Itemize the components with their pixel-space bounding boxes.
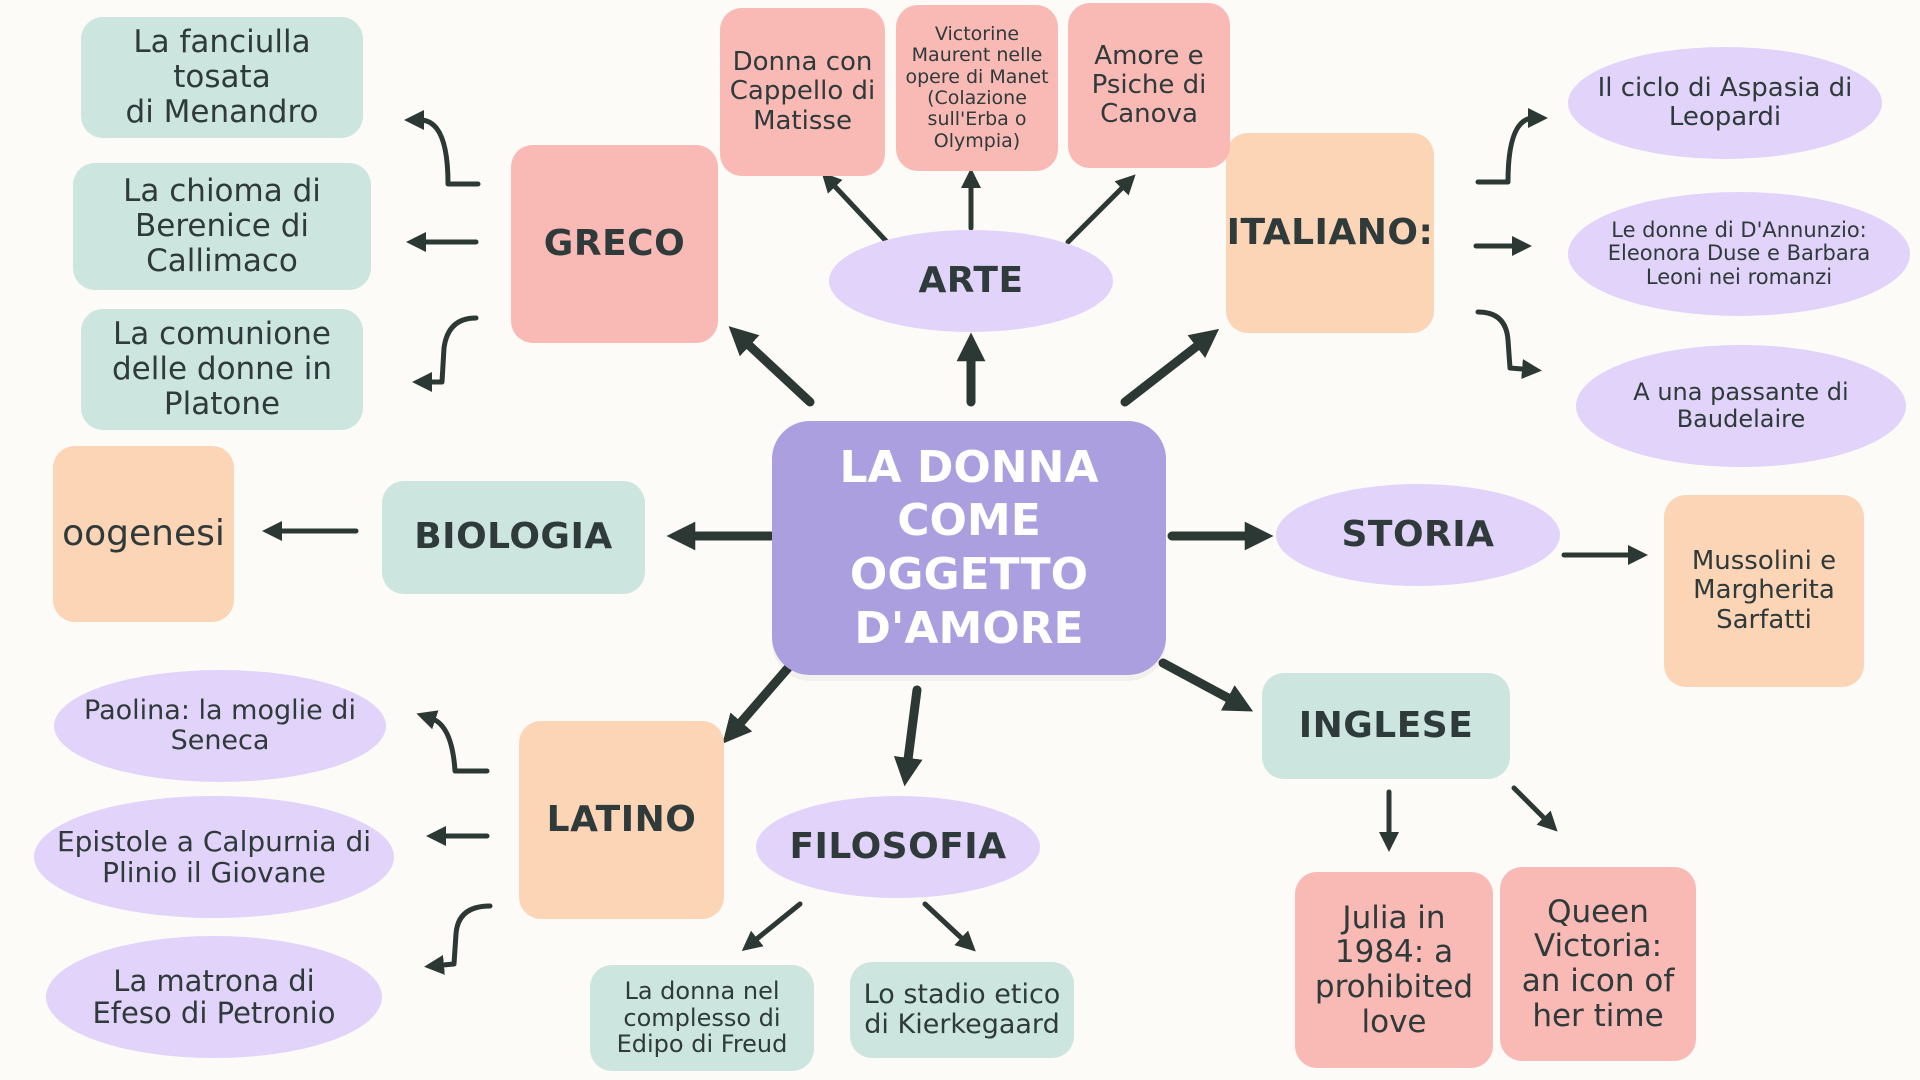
- latino-item-plinio: Epistole a Calpurnia di Plinio il Giovan…: [34, 796, 394, 918]
- filosofia-item-freud: La donna nel complesso di Edipo di Freud: [590, 965, 814, 1071]
- arrow-greco-3: [412, 315, 479, 392]
- inglese-item-julia: Julia in 1984: a prohibited love: [1295, 872, 1493, 1068]
- filosofia-item-kierkegaard: Lo stadio etico di Kierkegaard: [850, 962, 1074, 1058]
- greco-item-callimaco: La chioma di Berenice di Callimaco: [73, 163, 371, 290]
- category-italiano: ITALIANO:: [1226, 133, 1434, 333]
- greco-item-platone: La comunione delle donne in Platone: [81, 309, 363, 430]
- arrow-hub-to-inglese: [1158, 658, 1254, 712]
- arrow-hub-to-latino: [722, 663, 793, 744]
- arrow-inglese-2: [1511, 785, 1558, 832]
- category-latino: LATINO: [519, 721, 724, 919]
- italiano-item-dannunzio: Le donne di D'Annunzio: Eleonora Duse e …: [1568, 192, 1910, 316]
- arrow-latino-1: [416, 710, 490, 774]
- arrow-hub-to-italiano: [1120, 328, 1220, 407]
- category-filosofia: FILOSOFIA: [756, 796, 1040, 898]
- arrow-greco-1: [404, 110, 481, 187]
- arte-item-manet: Victorine Maurent nelle opere di Manet (…: [896, 5, 1058, 171]
- latino-item-seneca: Paolina: la moglie di Seneca: [54, 670, 386, 782]
- arrow-arte-3: [1065, 174, 1136, 245]
- storia-item-sarfatti: Mussolini e Margherita Sarfatti: [1664, 495, 1864, 687]
- category-storia: STORIA: [1276, 484, 1560, 586]
- category-biologia: BIOLOGIA: [382, 481, 645, 594]
- arrow-italiano-1: [1475, 108, 1548, 185]
- inglese-item-victoria: Queen Victoria: an icon of her time: [1500, 867, 1696, 1061]
- category-greco: GRECO: [511, 145, 718, 343]
- hub-la-donna: LA DONNA COME OGGETTO D'AMORE: [772, 421, 1166, 675]
- arrow-hub-to-filosofia: [893, 685, 923, 787]
- arte-item-matisse: Donna con Cappello di Matisse: [720, 8, 885, 176]
- arrow-filosofia-1: [741, 901, 803, 952]
- arrow-filosofia-2: [922, 901, 976, 952]
- arrow-hub-to-greco: [728, 326, 815, 407]
- category-arte: ARTE: [829, 230, 1113, 332]
- latino-item-petronio: La matrona di Efeso di Petronio: [46, 936, 382, 1058]
- greco-item-menandro: La fanciulla tosata di Menandro: [81, 17, 363, 138]
- arrow-arte-1: [821, 172, 890, 245]
- biologia-item-oogenesi: oogenesi: [53, 446, 234, 622]
- category-inglese: INGLESE: [1262, 673, 1510, 779]
- arrow-italiano-3: [1475, 309, 1542, 379]
- arte-item-canova: Amore e Psiche di Canova: [1068, 3, 1230, 168]
- arrow-latino-3: [424, 903, 493, 975]
- italiano-item-leopardi: Il ciclo di Aspasia di Leopardi: [1568, 47, 1882, 159]
- italiano-item-baudelaire: A una passante di Baudelaire: [1576, 345, 1906, 467]
